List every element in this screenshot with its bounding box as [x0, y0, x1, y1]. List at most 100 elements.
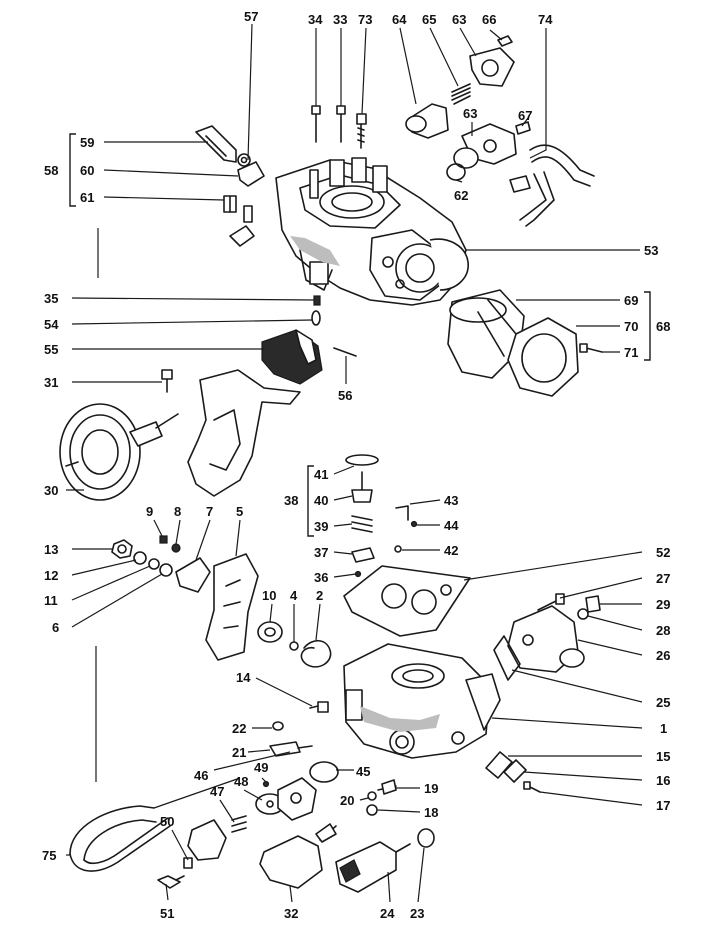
label-13: 13 — [44, 542, 58, 557]
injector-43 — [395, 505, 409, 521]
throttle-lever-5 — [205, 553, 259, 661]
spring-39 — [351, 515, 373, 533]
label-16: 16 — [656, 773, 670, 788]
o-ring-62 — [446, 163, 466, 181]
spring-47 — [231, 815, 247, 833]
group-brackets — [69, 133, 651, 537]
cover-16 — [503, 759, 527, 783]
label-49: 49 — [254, 760, 268, 775]
screw-61 — [223, 195, 237, 213]
valve-35 — [313, 295, 321, 306]
plug-42 — [394, 545, 402, 553]
cam-10 — [257, 621, 283, 643]
plate-45 — [309, 761, 339, 783]
float-pin-56 — [333, 347, 357, 357]
label-31: 31 — [44, 375, 58, 390]
label-74: 74 — [538, 12, 553, 27]
label-30: 30 — [44, 483, 58, 498]
label-21: 21 — [232, 745, 246, 760]
label-69: 69 — [624, 293, 638, 308]
label-64: 64 — [392, 12, 407, 27]
screw-33 — [336, 105, 346, 143]
carburetor-main-body-1 — [343, 643, 501, 759]
lever-7 — [175, 557, 211, 593]
washer-12 — [133, 551, 147, 565]
choke-housing-64 — [405, 103, 449, 139]
label-39: 39 — [314, 519, 328, 534]
gasket-52 — [343, 565, 471, 637]
label-53: 53 — [644, 243, 658, 258]
hose-75 — [69, 805, 171, 872]
label-14: 14 — [236, 670, 251, 685]
bracket-plate — [187, 369, 301, 497]
label-42: 42 — [444, 543, 458, 558]
label-5: 5 — [236, 504, 243, 519]
screw-31 — [161, 369, 173, 393]
label-50: 50 — [160, 814, 174, 829]
air-horn-69 — [447, 289, 525, 379]
linkage-lever-60 — [237, 161, 265, 187]
label-12: 12 — [44, 568, 58, 583]
label-19: 19 — [424, 781, 438, 796]
label-25: 25 — [656, 695, 670, 710]
vacuum-unit-30 — [59, 403, 179, 501]
screw-9 — [159, 535, 168, 544]
ring-20 — [367, 791, 377, 801]
nut-13 — [111, 539, 133, 559]
screw-51 — [157, 875, 185, 889]
label-61: 61 — [80, 190, 94, 205]
ring-23 — [417, 828, 435, 848]
label-20: 20 — [340, 793, 354, 808]
ring-28 — [577, 608, 589, 620]
label-48: 48 — [234, 774, 248, 789]
gasket-15 — [485, 751, 513, 779]
valve-37 — [351, 547, 375, 563]
label-18: 18 — [424, 805, 438, 820]
linkage-lever-59 — [195, 125, 237, 163]
label-45: 45 — [356, 764, 370, 779]
label-29: 29 — [656, 597, 670, 612]
cover-63-top — [469, 47, 515, 87]
label-17: 17 — [656, 798, 670, 813]
solenoid-32 — [259, 823, 337, 889]
screw-34 — [311, 105, 321, 143]
small-bracket — [229, 205, 255, 247]
label-6: 6 — [52, 620, 59, 635]
label-7: 7 — [206, 504, 213, 519]
label-65: 65 — [422, 12, 436, 27]
bushing-6 — [159, 563, 173, 577]
vacuum-hose-74 — [509, 144, 595, 227]
screw-17 — [523, 781, 541, 793]
o-ring-54 — [311, 310, 321, 326]
spring-65 — [451, 83, 471, 105]
label-9: 9 — [146, 504, 153, 519]
label-15: 15 — [656, 749, 670, 764]
label-34: 34 — [308, 12, 323, 27]
label-59: 59 — [80, 135, 94, 150]
label-11: 11 — [44, 593, 58, 608]
label-47: 47 — [210, 784, 224, 799]
diaphragm-housing-63 — [453, 123, 517, 169]
spring-2 — [300, 639, 332, 668]
bracket-58 — [69, 133, 76, 207]
washer-4 — [289, 641, 299, 651]
label-8: 8 — [174, 504, 181, 519]
label-1: 1 — [660, 721, 667, 736]
o-ring-22 — [272, 721, 284, 731]
label-62: 62 — [454, 188, 468, 203]
label-33: 33 — [333, 12, 347, 27]
label-75: 75 — [42, 848, 56, 863]
label-56: 56 — [338, 388, 352, 403]
label-67: 67 — [518, 108, 532, 123]
jet-21 — [269, 741, 313, 757]
label-55: 55 — [44, 342, 58, 357]
label-71: 71 — [624, 345, 638, 360]
plug-29 — [585, 595, 601, 613]
washer-57 — [237, 153, 251, 167]
sensor-24 — [335, 841, 411, 893]
label-63-top: 63 — [452, 12, 466, 27]
pump-cover — [277, 777, 317, 821]
label-28: 28 — [656, 623, 670, 638]
carburetor-top-cover — [275, 157, 469, 306]
